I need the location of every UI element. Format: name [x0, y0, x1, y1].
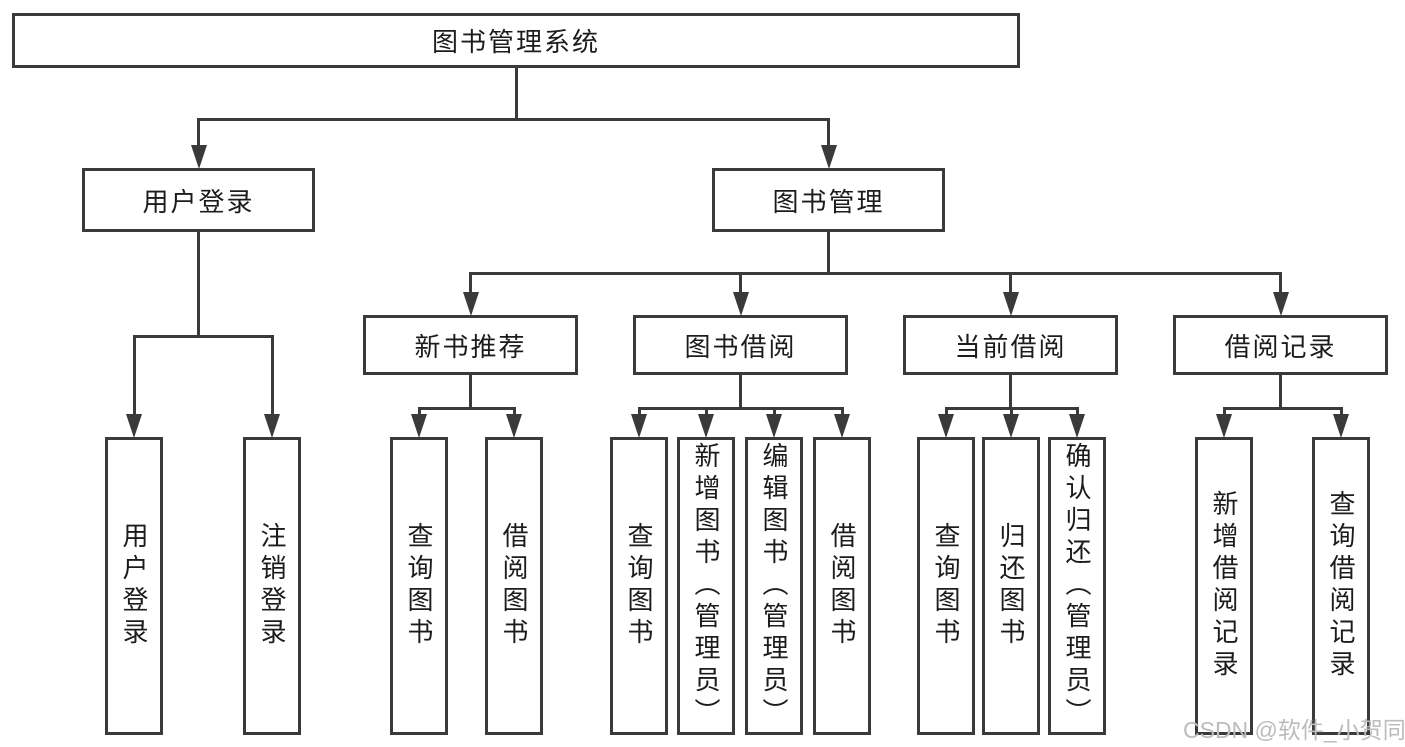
connector-drop [417, 407, 421, 419]
connector-rail [1222, 407, 1343, 410]
arrowhead-down-icon [732, 292, 749, 316]
arrowhead-down-icon [631, 414, 647, 438]
node-new-book-rec: 新书推荐 [363, 315, 578, 375]
connector-drop [944, 407, 948, 419]
node-logout: 注销登录 [243, 437, 301, 735]
arrowhead-down-icon [506, 414, 522, 438]
connector-rail [132, 335, 274, 338]
node-book-mgmt: 图书管理 [712, 168, 945, 232]
connector-trunk [1279, 375, 1282, 410]
connector-drop [1009, 272, 1012, 297]
node-cur-return-book: 归还图书 [982, 437, 1040, 735]
node-book-borrow: 图书借阅 [633, 315, 848, 375]
arrowhead-down-icon [698, 414, 714, 438]
node-bor-edit-book: 编辑图书（管理员） [745, 437, 803, 735]
arrowhead-down-icon [190, 145, 207, 169]
node-log-query-record: 查询借阅记录 [1312, 437, 1370, 735]
node-cur-confirm-ret: 确认归还（管理员） [1048, 437, 1106, 735]
connector-drop [1009, 407, 1013, 419]
arrowhead-down-icon [820, 145, 837, 169]
arrowhead-down-icon [1002, 292, 1019, 316]
connector-drop [132, 335, 136, 419]
connector-drop [704, 407, 708, 419]
watermark: CSDN @软件_小贺同学 [1183, 717, 1405, 743]
node-borrow-records: 借阅记录 [1173, 315, 1388, 375]
arrowhead-down-icon [1003, 414, 1019, 438]
arrowhead-down-icon [264, 414, 280, 438]
node-log-add-record: 新增借阅记录 [1195, 437, 1253, 735]
connector-drop [1075, 407, 1079, 419]
connector-drop [772, 407, 776, 419]
connector-drop [827, 118, 830, 150]
connector-rail [637, 407, 844, 410]
connector-rail [197, 118, 830, 121]
node-current-borrow: 当前借阅 [903, 315, 1118, 375]
connector-drop [270, 335, 274, 419]
arrowhead-down-icon [1216, 414, 1232, 438]
connector-drop [840, 407, 844, 419]
node-login-group: 用户登录 [82, 168, 315, 232]
connector-drop [512, 407, 516, 419]
node-cur-query-book: 查询图书 [917, 437, 975, 735]
connector-trunk [469, 375, 472, 410]
arrowhead-down-icon [938, 414, 954, 438]
arrowhead-down-icon [766, 414, 782, 438]
connector-rail [417, 407, 516, 410]
arrowhead-down-icon [462, 292, 479, 316]
connector-drop [197, 118, 200, 150]
node-bor-borrow-book: 借阅图书 [813, 437, 871, 735]
arrowhead-down-icon [1069, 414, 1085, 438]
connector-rail [469, 272, 1282, 275]
arrowhead-down-icon [126, 414, 142, 438]
node-bor-add-book: 新增图书（管理员） [677, 437, 735, 735]
node-rec-borrow-book: 借阅图书 [485, 437, 543, 735]
connector-trunk [827, 232, 830, 275]
connector-trunk [1009, 375, 1012, 410]
connector-drop [1222, 407, 1226, 419]
connector-trunk [739, 375, 742, 410]
connector-drop [1279, 272, 1282, 297]
node-rec-query-book: 查询图书 [390, 437, 448, 735]
arrowhead-down-icon [834, 414, 850, 438]
connector-drop [1339, 407, 1343, 419]
connector-drop [739, 272, 742, 297]
connector-trunk [197, 232, 200, 338]
node-bor-query-book: 查询图书 [610, 437, 668, 735]
arrowhead-down-icon [411, 414, 427, 438]
arrowhead-down-icon [1272, 292, 1289, 316]
arrowhead-down-icon [1333, 414, 1349, 438]
connector-trunk [514, 68, 518, 121]
connector-drop [469, 272, 472, 297]
node-user-login: 用户登录 [105, 437, 163, 735]
node-root: 图书管理系统 [12, 13, 1020, 68]
connector-drop [637, 407, 641, 419]
